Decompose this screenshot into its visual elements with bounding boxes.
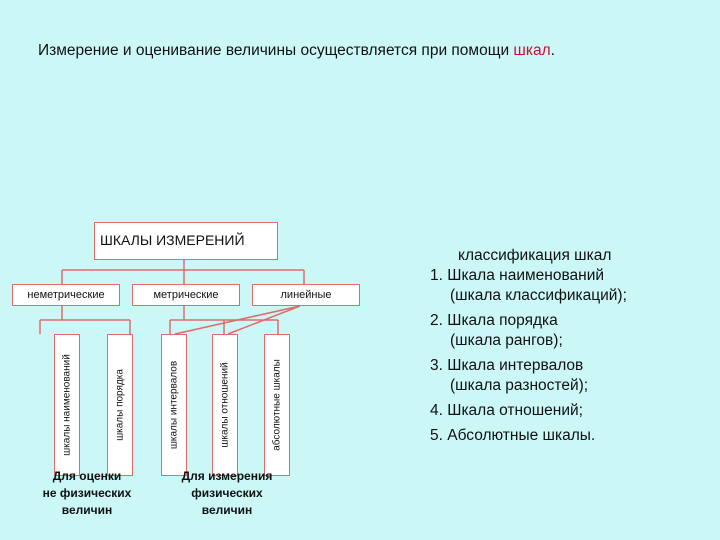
root-box: ШКАЛЫ ИЗМЕРЕНИЙ — [94, 222, 278, 260]
type-box-metric: метрические — [132, 284, 240, 306]
scale-label: шкалы интервалов — [168, 360, 180, 450]
scale-nominal: шкалы наименований — [54, 334, 80, 476]
scale-label: шкалы отношений — [219, 362, 231, 448]
classification-list: классификация шкал 1. Шкала наименований… — [430, 246, 627, 446]
page-heading: Измерение и оценивание величины осуществ… — [38, 42, 555, 60]
heading-text: Измерение и оценивание величины осуществ… — [38, 42, 514, 59]
classification-item-sub: (шкала классификаций); — [450, 287, 627, 304]
scale-label: абсолютные шкалы — [271, 359, 283, 451]
heading-tail: . — [550, 42, 555, 59]
classification-item: 4. Шкала отношений; — [430, 401, 627, 421]
classification-item: 3. Шкала интервалов (шкала разностей); — [430, 356, 627, 396]
classification-item-main: 3. Шкала интервалов — [430, 357, 584, 374]
scale-absolute: абсолютные шкалы — [264, 334, 290, 476]
classification-item: 5. Абсолютные шкалы. — [430, 426, 627, 446]
scale-ratio: шкалы отношений — [212, 334, 238, 476]
classification-item-main: 2. Шкала порядка — [430, 312, 558, 329]
heading-accent: шкал — [513, 42, 551, 59]
scale-label: шкалы порядка — [114, 369, 126, 441]
classification-item-sub: (шкала рангов); — [450, 332, 563, 349]
classification-item: 2. Шкала порядка (шкала рангов); — [430, 311, 627, 351]
type-box-nonmetric: неметрические — [12, 284, 120, 306]
classification-item-main: 4. Шкала отношений; — [430, 402, 583, 419]
classification-item: 1. Шкала наименований (шкала классификац… — [430, 266, 627, 306]
classification-title: классификация шкал — [458, 247, 612, 264]
scale-ordinal: шкалы порядка — [107, 334, 133, 476]
classification-item-sub: (шкала разностей); — [450, 377, 589, 394]
scale-interval: шкалы интервалов — [161, 334, 187, 476]
scale-label: шкалы наименований — [61, 354, 73, 456]
classification-item-main: 1. Шкала наименований — [430, 267, 605, 284]
type-box-linear: линейные — [252, 284, 360, 306]
classification-item-main: 5. Абсолютные шкалы. — [430, 427, 596, 444]
